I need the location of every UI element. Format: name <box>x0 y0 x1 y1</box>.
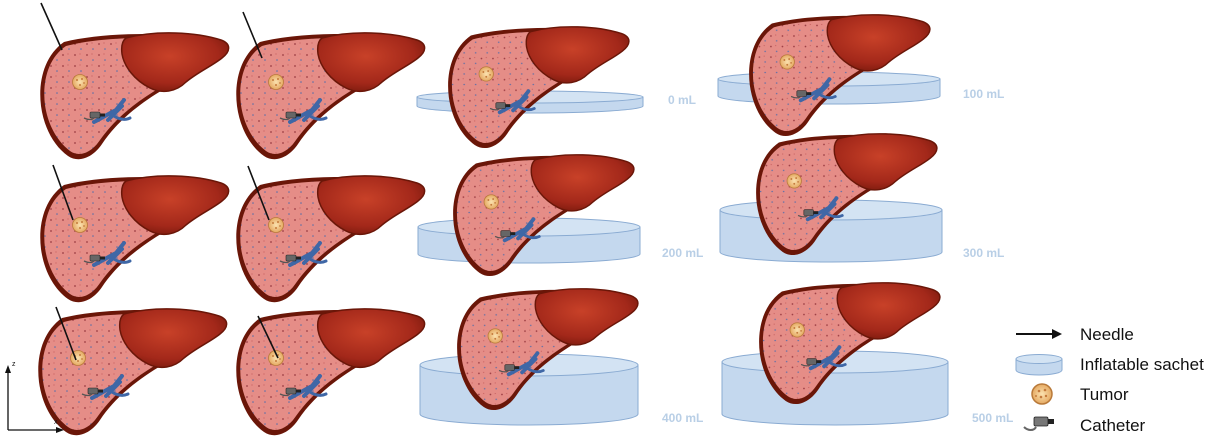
needle-icon <box>41 3 62 50</box>
volume-label: 0 mL <box>668 93 696 107</box>
sachet-100ml: 100 mL <box>718 15 1004 136</box>
legend-tumor-label: Tumor <box>1080 385 1129 404</box>
sachet-500ml: 500 mL <box>722 283 1013 425</box>
liver-row1-col2 <box>236 33 424 159</box>
legend-needle-label: Needle <box>1080 325 1134 344</box>
legend-sachet: Inflatable sachet <box>1016 355 1204 376</box>
sachet-icon <box>1016 355 1062 376</box>
sachet-300ml: 300 mL <box>720 134 1004 262</box>
liver-row3-col1 <box>38 309 226 435</box>
legend: Needle Inflatable sachet Tumor <box>1016 325 1204 435</box>
legend-sachet-label: Inflatable sachet <box>1080 355 1204 374</box>
sachet-200ml: 200 mL <box>418 155 703 276</box>
volume-label: 100 mL <box>963 87 1004 101</box>
axis-x-label: x <box>54 419 58 426</box>
sachet-views: 0 mL 100 mL 200 mL 300 mL 40 <box>417 15 1013 425</box>
liver-row2-col1 <box>40 176 228 302</box>
needle-views <box>38 3 424 435</box>
sachet-0ml: 0 mL <box>417 27 696 148</box>
legend-needle: Needle <box>1016 325 1134 344</box>
volume-label: 200 mL <box>662 246 703 260</box>
axis-z-label: z <box>12 361 16 368</box>
legend-catheter-label: Catheter <box>1080 416 1146 435</box>
legend-catheter: Catheter <box>1024 416 1146 435</box>
liver-row1-col1 <box>40 33 228 159</box>
legend-tumor: Tumor <box>1032 384 1129 404</box>
volume-label: 500 mL <box>972 411 1013 425</box>
volume-label: 300 mL <box>963 246 1004 260</box>
liver-row2-col2 <box>236 176 424 302</box>
tumor-icon <box>1032 384 1052 404</box>
catheter-icon <box>1024 417 1054 430</box>
volume-label: 400 mL <box>662 411 703 425</box>
sachet-400ml: 400 mL <box>420 289 703 425</box>
